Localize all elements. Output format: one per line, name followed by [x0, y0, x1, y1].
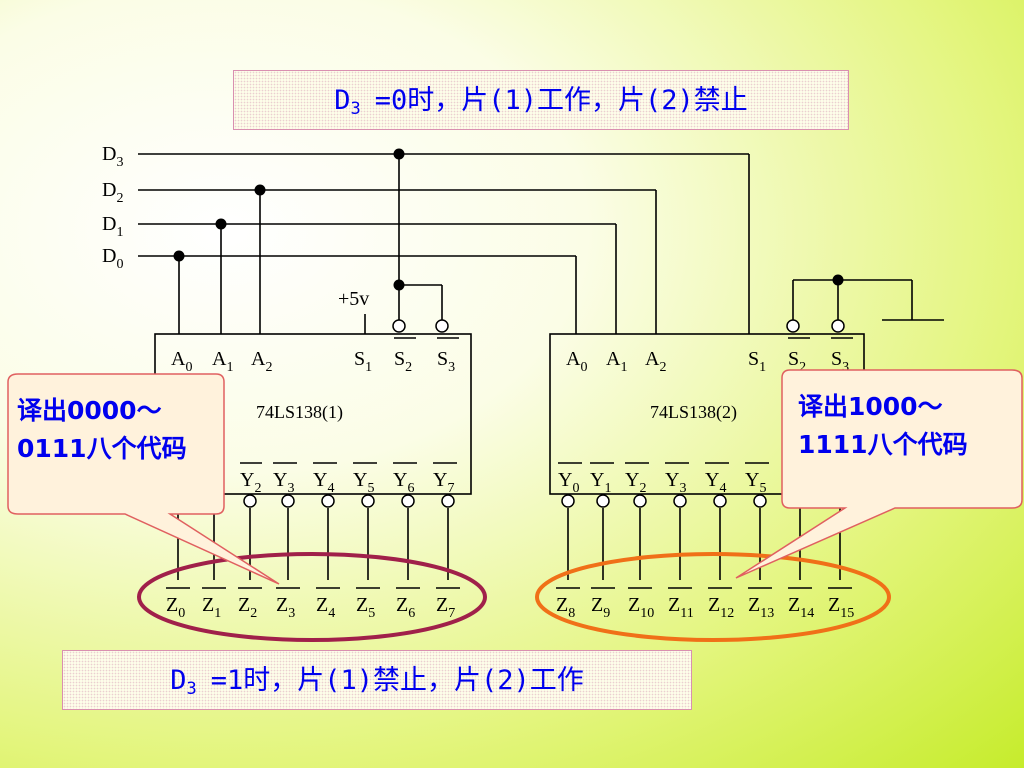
output-inversion-bubble — [633, 494, 647, 508]
input-label-d2: D2 — [102, 179, 123, 206]
output-inversion-bubble — [321, 494, 335, 508]
z-output-label-14: Z14 — [788, 594, 814, 621]
chip2-output-y4: Y4 — [705, 469, 726, 496]
z-output-label-4: Z4 — [316, 594, 335, 621]
chip2-output-y0: Y0 — [558, 469, 579, 496]
chip2-name: 74LS138(2) — [650, 402, 737, 423]
z-output-label-2: Z2 — [238, 594, 257, 621]
output-inversion-bubble — [561, 494, 575, 508]
input-label-d1: D1 — [102, 213, 123, 240]
z-output-label-12: Z12 — [708, 594, 734, 621]
bottom-caption-prefix: D — [170, 664, 187, 696]
chip1-output-y2: Y2 — [240, 469, 261, 496]
right-callout-text: 译出1000～ 1111八个代码 — [798, 388, 968, 464]
z-output-label-1: Z1 — [202, 594, 221, 621]
output-inversion-bubble — [673, 494, 687, 508]
chip1-output-y7: Y7 — [433, 469, 454, 496]
z-output-label-3: Z3 — [276, 594, 295, 621]
supply-label: +5v — [338, 288, 369, 310]
chip1-pin-a1: A1 — [212, 348, 233, 375]
z-output-label-9: Z9 — [591, 594, 610, 621]
right-callout-line2: 1111八个代码 — [798, 430, 968, 459]
z-output-label-7: Z7 — [436, 594, 455, 621]
output-inversion-bubble — [753, 494, 767, 508]
left-callout-line2: 0111八个代码 — [17, 434, 187, 463]
chip1-output-group-ellipse — [137, 552, 487, 642]
z-output-label-10: Z10 — [628, 594, 654, 621]
left-callout-text: 译出0000～ 0111八个代码 — [17, 392, 187, 468]
chip2-pin-a2: A2 — [645, 348, 666, 375]
chip1-pin-a0: A0 — [171, 348, 192, 375]
z-output-label-5: Z5 — [356, 594, 375, 621]
input-label-d3: D3 — [102, 143, 123, 170]
chip1-pin-s1: S1 — [354, 348, 372, 375]
output-inversion-bubble — [441, 494, 455, 508]
chip1-output-y3: Y3 — [273, 469, 294, 496]
chip2-pin-a0: A0 — [566, 348, 587, 375]
chip2-pin-s1: S1 — [748, 348, 766, 375]
right-callout-line1: 译出1000～ — [798, 392, 943, 421]
output-inversion-bubble — [281, 494, 295, 508]
chip2-output-y3: Y3 — [665, 469, 686, 496]
chip1-pin-s3: S3 — [437, 348, 455, 375]
chip1-name: 74LS138(1) — [256, 402, 343, 423]
z-output-label-8: Z8 — [556, 594, 575, 621]
top-caption-text: =0时，片(1)工作，片(2)禁止 — [374, 84, 748, 116]
chip1-output-y4: Y4 — [313, 469, 334, 496]
z-output-label-15: Z15 — [828, 594, 854, 621]
chip2-pin-s2: S2 — [788, 348, 806, 375]
left-callout-line1: 译出0000～ — [17, 396, 162, 425]
output-inversion-bubble — [243, 494, 257, 508]
bottom-caption-subscript: 3 — [186, 678, 197, 699]
chip1-output-y5: Y5 — [353, 469, 374, 496]
z-output-label-13: Z13 — [748, 594, 774, 621]
chip2-output-y2: Y2 — [625, 469, 646, 496]
input-label-d0: D0 — [102, 245, 123, 272]
bottom-caption-text: =1时，片(1)禁止，片(2)工作 — [210, 664, 584, 696]
chip1-pin-s2: S2 — [394, 348, 412, 375]
left-callout-bubble — [7, 373, 280, 585]
chip2-output-group-ellipse — [535, 552, 891, 642]
top-caption-subscript: 3 — [350, 98, 361, 119]
top-caption-prefix: D — [334, 84, 351, 116]
output-inversion-bubble — [596, 494, 610, 508]
output-inversion-bubble — [401, 494, 415, 508]
chip2-output-y5: Y5 — [745, 469, 766, 496]
output-inversion-bubble — [713, 494, 727, 508]
chip2-pin-s3: S3 — [831, 348, 849, 375]
z-output-label-11: Z11 — [668, 594, 694, 621]
z-output-label-6: Z6 — [396, 594, 415, 621]
chip2-pin-a1: A1 — [606, 348, 627, 375]
chip1-output-y6: Y6 — [393, 469, 414, 496]
right-callout-bubble — [735, 369, 1023, 579]
chip1-pin-a2: A2 — [251, 348, 272, 375]
z-output-label-0: Z0 — [166, 594, 185, 621]
chip2-output-y1: Y1 — [590, 469, 611, 496]
output-inversion-bubble — [361, 494, 375, 508]
